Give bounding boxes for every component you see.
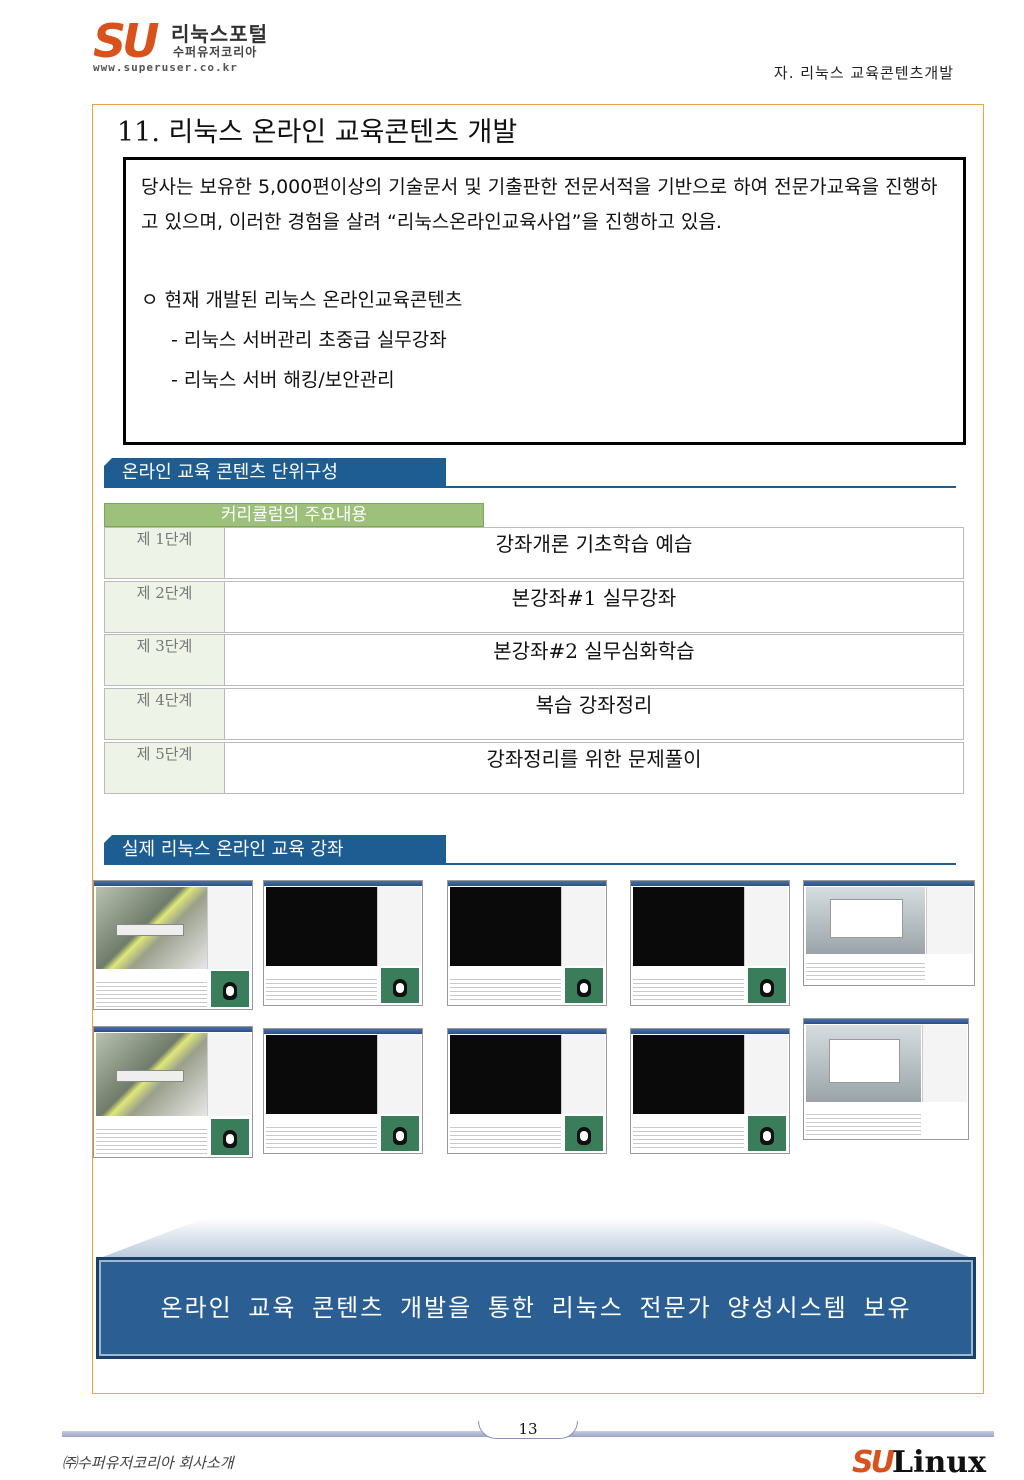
intro-box: 당사는 보유한 5,000편이상의 기술문서 및 기출판한 전문서적을 기반으로… — [123, 157, 966, 445]
stage-content: 강좌정리를 위한 문제풀이 — [486, 747, 702, 771]
tux-penguin-icon — [565, 968, 603, 1003]
section-title: 온라인 교육 콘텐츠 단위구성 — [104, 458, 446, 488]
stage-row: 제 3단계 본강좌#2 실무심화학습 — [104, 634, 964, 686]
course-screenshot — [93, 880, 253, 1010]
page-number: 13 — [518, 1420, 538, 1438]
stage-row: 제 1단계 강좌개론 기초학습 예습 — [104, 527, 964, 579]
stage-content: 복습 강좌정리 — [535, 693, 653, 717]
footer-logo-su: SU — [852, 1445, 895, 1480]
banner-text: 온라인 교육 콘텐츠 개발을 통한 리눅스 전문가 양성시스템 보유 — [160, 1294, 912, 1322]
content-frame — [92, 104, 984, 1394]
tux-penguin-icon — [381, 1116, 419, 1151]
course-screenshot — [630, 880, 790, 1006]
stage-label: 제 4단계 — [105, 689, 225, 739]
course-screenshot — [803, 880, 975, 986]
summary-banner: 온라인 교육 콘텐츠 개발을 통한 리눅스 전문가 양성시스템 보유 — [96, 1257, 976, 1359]
tux-penguin-icon — [748, 1116, 786, 1151]
page-title: 11. 리눅스 온라인 교육콘텐츠 개발 — [117, 117, 518, 148]
course-screenshot — [630, 1028, 790, 1154]
logo-url: www.superuser.co.kr — [93, 61, 238, 74]
logo-mark: SU — [93, 14, 160, 68]
stage-content: 본강좌#2 실무심화학습 — [493, 639, 695, 663]
tux-penguin-icon — [565, 1116, 603, 1151]
section-title: 실제 리눅스 온라인 교육 강좌 — [104, 835, 446, 865]
tux-penguin-icon — [381, 968, 419, 1003]
footer-company: ㈜수퍼유저코리아 회사소개 — [62, 1454, 234, 1472]
tux-penguin-icon — [748, 968, 786, 1003]
intro-bullet: ㅇ 현재 개발된 리눅스 온라인교육콘텐츠 — [141, 289, 463, 311]
stage-row: 제 4단계 복습 강좌정리 — [104, 688, 964, 740]
stage-content: 강좌개론 기초학습 예습 — [495, 532, 693, 556]
section-header-courses: 실제 리눅스 온라인 교육 강좌 — [104, 835, 956, 865]
course-screenshot — [263, 1028, 423, 1154]
superuser-logo: SU 리눅스포털 수퍼유저코리아 www.superuser.co.kr — [93, 18, 268, 76]
course-screenshot — [447, 880, 607, 1006]
curriculum-header: 커리큘럼의 주요내용 — [104, 503, 484, 527]
course-screenshot — [803, 1018, 969, 1140]
course-screenshot — [447, 1028, 607, 1154]
header-section-title: 자. 리눅스 교육콘텐츠개발 — [773, 64, 954, 82]
course-screenshot — [93, 1026, 253, 1158]
intro-paragraph: 당사는 보유한 5,000편이상의 기술문서 및 기출판한 전문서적을 기반으로… — [141, 176, 938, 233]
stage-label: 제 3단계 — [105, 635, 225, 685]
stage-label: 제 1단계 — [105, 528, 225, 578]
stage-label: 제 2단계 — [105, 582, 225, 632]
logo-subtitle: 수퍼유저코리아 — [173, 45, 258, 59]
tux-penguin-icon — [211, 971, 249, 1007]
tux-penguin-icon — [211, 1118, 249, 1155]
stage-row: 제 5단계 강좌정리를 위한 문제풀이 — [104, 742, 964, 794]
course-screenshot — [263, 880, 423, 1006]
section-header-units: 온라인 교육 콘텐츠 단위구성 — [104, 458, 956, 488]
stage-row: 제 2단계 본강좌#1 실무강좌 — [104, 581, 964, 633]
intro-item: - 리눅스 서버관리 초중급 실무강좌 — [171, 329, 447, 351]
logo-title: 리눅스포털 — [171, 22, 268, 46]
su-linux-logo: SULinux — [852, 1445, 986, 1480]
intro-item: - 리눅스 서버 해킹/보안관리 — [171, 369, 395, 391]
stage-content: 본강좌#1 실무강좌 — [511, 586, 677, 610]
stage-label: 제 5단계 — [105, 743, 225, 793]
banner-shadow — [100, 1218, 972, 1258]
footer-logo-linux: Linux — [892, 1445, 986, 1480]
